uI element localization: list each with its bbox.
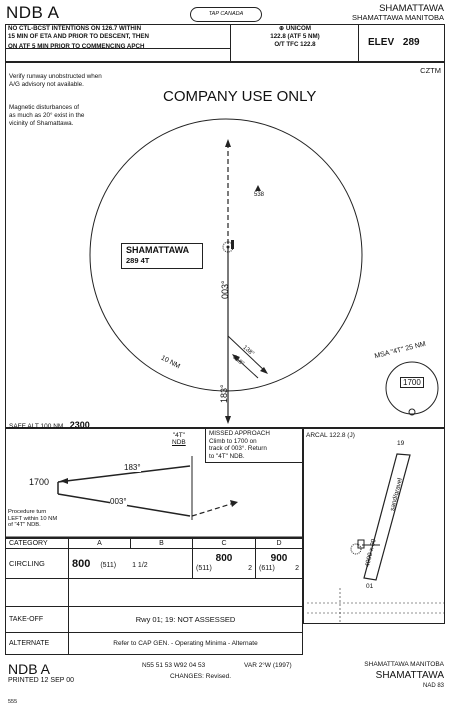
takeoff-value: Rwy 01; 19: NOT ASSESSED (68, 606, 303, 633)
profile-course-outbound: 183° (124, 463, 141, 472)
spacer-row (5, 578, 303, 607)
elevation-value: 289 (402, 37, 420, 48)
obstacle-elevation: 538 (254, 192, 265, 198)
radio-icon: ⊕ (279, 25, 286, 32)
takeoff-label: TAKE-OFF (5, 606, 69, 633)
procedure-turn-out (227, 335, 267, 373)
intent-line: 15 MIN OF ETA AND PRIOR TO DESCENT, THEN (8, 33, 149, 40)
obstacle-symbol (255, 185, 261, 191)
runway-number-19: 19 (397, 440, 405, 447)
elevation-label: ELEV (368, 37, 395, 48)
profile-altitude: 1700 (29, 477, 50, 487)
footer-changes: CHANGES: Revised. (170, 673, 232, 680)
msa-circle (385, 361, 439, 415)
circling-label: CIRCLING (5, 548, 69, 579)
header-d: D (255, 538, 303, 549)
safe-altitude: SAFE ALT 100 NM 2300 (9, 415, 90, 433)
safe-altitude-value: 2300 (69, 420, 90, 430)
header-b: B (130, 538, 193, 549)
header-c: C (192, 538, 256, 549)
profile-course-inbound: 003° (110, 497, 127, 506)
runway-note: Verify runway unobstructed when A/G advi… (9, 73, 102, 88)
intent-line: ON ATF 5 MIN PRIOR TO COMMENCING APCH (8, 43, 145, 50)
circling-d-value: 900 (270, 552, 288, 564)
takeoff-row: TAKE-OFF Rwy 01; 19: NOT ASSESSED (5, 606, 303, 633)
arcal-frequency: ARCAL 122.8 (J) (306, 432, 355, 439)
footer-variation: VAR 2°W (1997) (244, 662, 292, 669)
minima-table: CATEGORY A B C D CIRCLING 800 (511) 1 1/… (5, 538, 303, 655)
elevation: ELEV 289 (368, 37, 420, 48)
circling-c-value: 800 (215, 552, 233, 564)
circling-ab: 800 (511) 1 1/2 (68, 548, 193, 579)
header-city-province: SHAMATTAWA MANITOBA (352, 13, 444, 22)
ndb-profile-label: "4T" NDB (172, 432, 186, 446)
circling-c: 800 (511)2 (192, 548, 256, 579)
circling-b-vis: 1 1/2 (132, 561, 148, 569)
circling-d: 900 (611)2 (255, 548, 303, 579)
footer-code: 555 (8, 699, 18, 705)
runway (363, 453, 411, 581)
aerodrome-sketch-frame (303, 428, 445, 624)
intent-line: NO CTL-BCST INTENTIONS ON 126.7 WITHIN (8, 25, 142, 32)
communication-intentions: NO CTL-BCST INTENTIONS ON 126.7 WITHIN 1… (8, 25, 149, 51)
circling-a-value: 800 (72, 557, 91, 570)
procedure-turn-note: Procedure turn LEFT within 10 NM of "4T"… (8, 509, 58, 528)
header-city: SHAMATTAWA (379, 3, 444, 14)
unicom-line: O/T TFC 122.8 (274, 41, 316, 48)
missed-approach-box: MISSED APPROACH Climb to 1700 on track o… (205, 429, 302, 463)
magnetic-note: Magnetic disturbances of as much as 20° … (9, 104, 85, 127)
ndb-name: SHAMATTAWA (126, 245, 190, 255)
inbound-arrow (225, 139, 231, 147)
circling-row: CIRCLING 800 (511) 1 1/2 800 (511)2 900 … (5, 548, 303, 579)
alternate-row: ALTERNATE Refer to CAP GEN. - Operating … (5, 632, 303, 655)
footer-city: SHAMATTAWA (375, 670, 444, 681)
unicom-frequencies: ⊕ UNICOM 122.8 (ATF 5 NM) O/T TFC 122.8 (232, 25, 358, 49)
outbound-arrow (225, 416, 231, 424)
footer-datum: NAD 83 (422, 683, 444, 689)
header-info-box (5, 24, 445, 62)
unicom-line: ⊕ UNICOM (279, 25, 311, 32)
safe-altitude-label: SAFE ALT 100 NM (9, 423, 64, 430)
procedure-turn-in (233, 355, 259, 379)
publisher-logo: TAP CANADA (190, 7, 262, 22)
unicom-line: 122.8 (ATF 5 NM) (270, 33, 320, 40)
footer-coordinates: N55 51 53 W92 04 53 (142, 662, 206, 669)
company-use-banner: COMPANY USE ONLY (163, 88, 317, 105)
alternate-label: ALTERNATE (5, 632, 69, 655)
alternate-value: Refer to CAP GEN. - Operating Minima - A… (68, 632, 303, 655)
plan-view-frame (5, 62, 445, 428)
ten-nm-ring (89, 118, 363, 392)
circling-a-haa: (511) (100, 561, 117, 569)
table-header-row: CATEGORY A B C D (5, 538, 303, 549)
ndb-info-box: SHAMATTAWA 289 4T (121, 243, 203, 269)
chart-title: NDB A (6, 3, 60, 22)
header-a: A (68, 538, 131, 549)
runway-number-01: 01 (366, 583, 374, 590)
footer-title: NDB A (8, 661, 51, 677)
header-category: CATEGORY (5, 538, 69, 549)
airport-identifier: CZTM (420, 66, 441, 75)
publisher-logo-text: TAP CANADA (208, 11, 244, 17)
msa-altitude: 1700 (400, 377, 424, 388)
footer-location: SHAMATTAWA MANITOBA (364, 661, 444, 668)
footer-printed-date: PRINTED 12 SEP 00 (8, 677, 75, 684)
ndb-frequency: 289 4T (126, 256, 150, 265)
